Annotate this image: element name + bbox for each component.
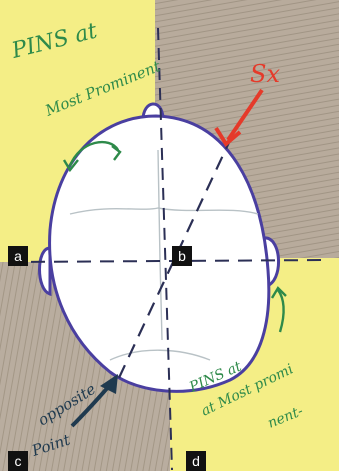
panel-label-a: a	[8, 246, 28, 266]
panel-label-d: d	[186, 451, 206, 471]
sx-label: Sx	[250, 60, 280, 88]
panel-label-c: c	[8, 451, 28, 471]
panel-label-b: b	[172, 246, 192, 266]
